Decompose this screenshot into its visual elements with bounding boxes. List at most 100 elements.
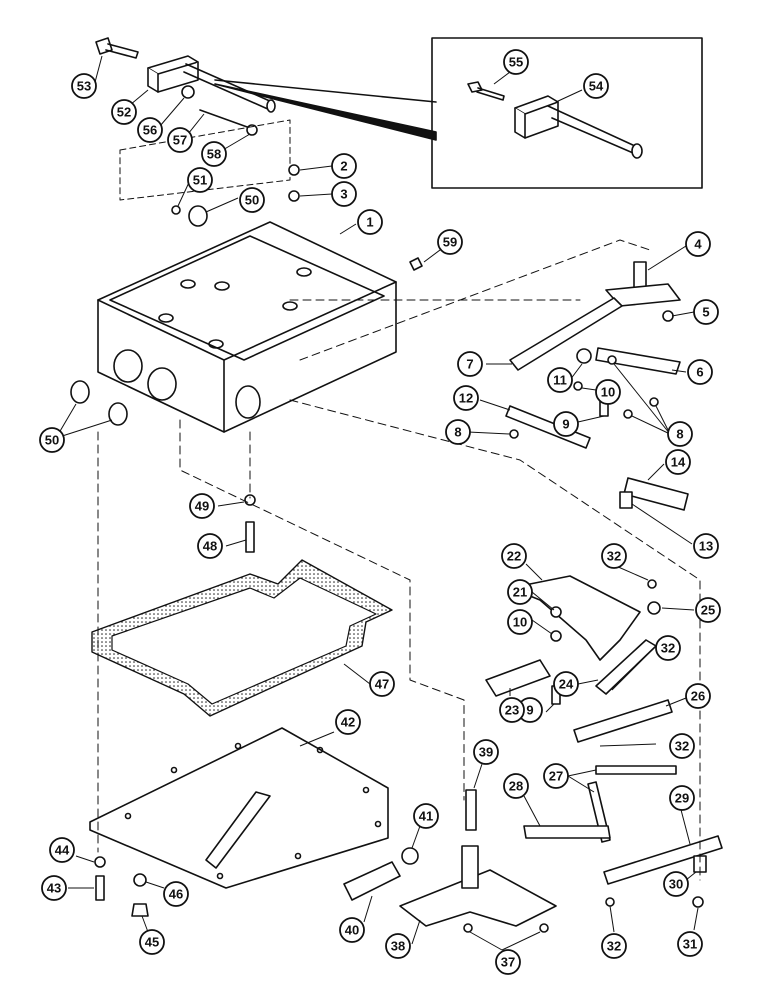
detail-inset (214, 37, 703, 189)
callout-number: 26 (691, 689, 705, 704)
callout-number: 47 (375, 677, 389, 692)
callout-number: 28 (509, 779, 523, 794)
callout-c51: 51 (187, 167, 213, 193)
seal-50-left-b (108, 402, 128, 426)
callout-c32c: 32 (669, 733, 695, 759)
callout-c55: 55 (503, 49, 529, 75)
callout-number: 10 (513, 615, 527, 630)
block-pin-52 (147, 55, 276, 113)
callout-circle (665, 449, 691, 475)
callout-number: 32 (607, 939, 621, 954)
callout-c26: 26 (685, 683, 711, 709)
callout-number: 12 (459, 391, 473, 406)
callout-number: 45 (145, 935, 159, 950)
callout-circle (503, 49, 529, 75)
callout-c45: 45 (139, 929, 165, 955)
callout-number: 6 (696, 365, 703, 380)
callout-number: 22 (507, 549, 521, 564)
washer-2 (288, 164, 300, 176)
washer-8-d (509, 429, 519, 439)
callout-c41: 41 (413, 803, 439, 829)
callout-circle (583, 73, 609, 99)
callout-c47: 47 (369, 671, 395, 697)
callout-c32b: 32 (655, 635, 681, 661)
callout-circle (685, 683, 711, 709)
callout-number: 27 (549, 769, 563, 784)
inset-pin-part (514, 95, 643, 159)
callout-c7: 7 (457, 351, 483, 377)
callout-c2: 2 (331, 153, 357, 179)
callout-circle (669, 733, 695, 759)
seal-50-left-a (70, 380, 90, 404)
callout-number: 59 (443, 235, 457, 250)
gasket-47 (91, 559, 393, 717)
callout-c8b: 8 (667, 421, 693, 447)
callout-circle (187, 167, 213, 193)
callout-c14: 14 (665, 449, 691, 475)
callout-number: 48 (203, 539, 217, 554)
washer-37-a (463, 923, 473, 933)
callout-number: 54 (589, 79, 604, 94)
callout-number: 9 (562, 417, 569, 432)
callout-circle (413, 803, 439, 829)
callout-number: 1 (366, 215, 373, 230)
callout-c8a: 8 (445, 419, 471, 445)
callout-number: 7 (466, 357, 473, 372)
callout-c28: 28 (503, 773, 529, 799)
washer-32-a (647, 579, 657, 589)
callout-c31: 31 (677, 931, 703, 957)
link-26 (573, 699, 673, 743)
callout-circle (163, 881, 189, 907)
link-6 (595, 347, 681, 375)
callout-number: 46 (169, 887, 183, 902)
callout-c38: 38 (385, 933, 411, 959)
callout-number: 49 (195, 499, 209, 514)
washer-10-mid (550, 630, 562, 642)
callout-c3: 3 (331, 181, 357, 207)
callout-c54: 54 (583, 73, 609, 99)
callout-number: 57 (173, 133, 187, 148)
callout-c25: 25 (695, 597, 721, 623)
callout-circle (39, 427, 65, 453)
stud-39 (465, 789, 477, 831)
callout-number: 43 (47, 881, 61, 896)
callout-circle (41, 875, 67, 901)
inset-bolt-part (467, 81, 505, 101)
callout-number: 32 (661, 641, 675, 656)
callout-number: 8 (676, 427, 683, 442)
stud-57 (199, 109, 251, 129)
callout-c23: 23 (499, 697, 525, 723)
nut-11 (576, 348, 592, 364)
callout-number: 58 (207, 147, 221, 162)
callout-circle (547, 367, 573, 393)
collar-41 (401, 847, 419, 865)
bolt-30 (693, 855, 707, 873)
callout-circle (507, 609, 533, 635)
callout-c50a: 50 (39, 427, 65, 453)
callout-circle (71, 73, 97, 99)
callout-number: 11 (553, 373, 567, 388)
callout-circle (189, 493, 215, 519)
callout-number: 2 (340, 159, 347, 174)
washer-44 (94, 856, 106, 868)
callout-number: 44 (55, 843, 70, 858)
callout-c11: 11 (547, 367, 573, 393)
callout-number: 32 (607, 549, 621, 564)
callout-circle (453, 385, 479, 411)
callout-circle (685, 231, 711, 257)
callout-circle (553, 411, 579, 437)
callout-number: 10 (601, 385, 615, 400)
callout-c42: 42 (335, 709, 361, 735)
callout-circle (239, 187, 265, 213)
callout-number: 4 (694, 237, 702, 252)
link-28 (523, 825, 611, 839)
bracket-22 (509, 575, 641, 661)
callout-number: 23 (505, 703, 519, 718)
callout-circle (339, 917, 365, 943)
callout-c29: 29 (669, 785, 695, 811)
nut-45 (131, 903, 149, 917)
callout-number: 30 (669, 877, 683, 892)
callout-number: 25 (701, 603, 715, 618)
post-38 (461, 845, 479, 889)
callout-circle (437, 229, 463, 255)
